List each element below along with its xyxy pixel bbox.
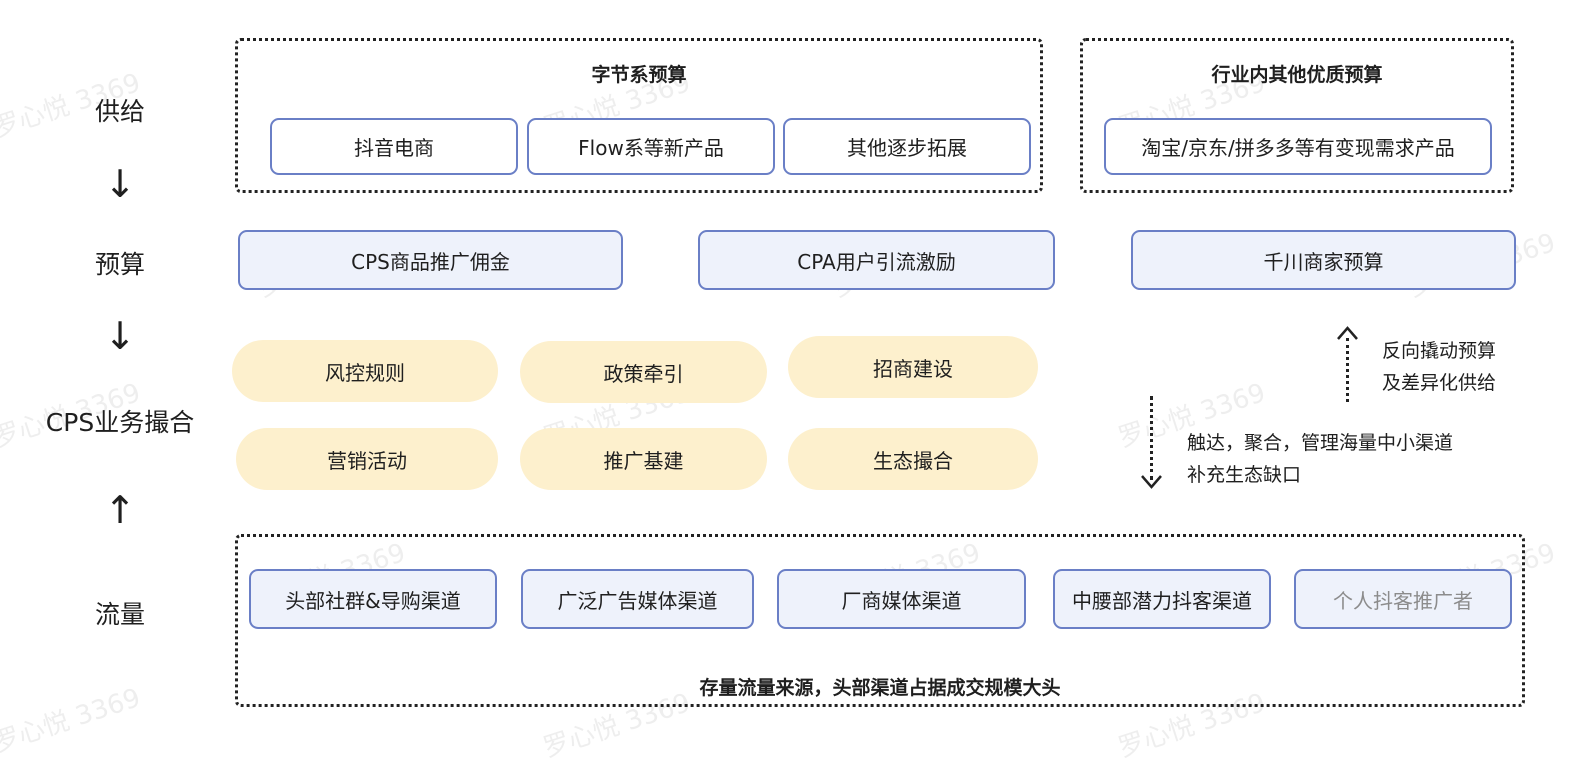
industry-budget-group <box>1080 38 1514 193</box>
pill-promotion-infrastructure: 推广基建 <box>520 428 767 490</box>
arrow-up-icon <box>1337 326 1358 340</box>
supply-item-other-expansion: 其他逐步拓展 <box>783 118 1031 175</box>
industry-budget-title: 行业内其他优质预算 <box>1211 64 1383 86</box>
arrow-down-icon: ↓ <box>104 162 136 206</box>
watermark: 罗心悦 3369 <box>0 683 145 759</box>
dotted-arrow-down <box>1150 396 1153 480</box>
pill-marketing-activities: 营销活动 <box>236 428 498 490</box>
note-line: 反向撬动预算 <box>1382 340 1497 362</box>
bytedance-budget-title: 字节系预算 <box>591 64 687 86</box>
traffic-item-head-community: 头部社群&导购渠道 <box>249 569 497 629</box>
traffic-item-individual-promoters: 个人抖客推广者 <box>1294 569 1512 629</box>
pill-merchant-recruitment: 招商建设 <box>788 336 1038 398</box>
pill-ecosystem-matching: 生态撮合 <box>788 428 1038 490</box>
label-traffic: 流量 <box>94 600 145 629</box>
pill-policy-guidance: 政策牵引 <box>520 341 767 403</box>
traffic-item-vendor-media: 厂商媒体渠道 <box>777 569 1026 629</box>
label-budget: 预算 <box>94 250 145 279</box>
note-reverse-leverage: 反向撬动预算 及差异化供给 <box>1382 335 1582 399</box>
label-matching: CPS业务撮合 <box>45 408 195 437</box>
note-line: 触达，聚合，管理海量中小渠道 <box>1187 432 1454 454</box>
label-supply: 供给 <box>94 97 145 126</box>
arrow-up-icon: ↑ <box>104 488 136 532</box>
traffic-group <box>235 534 1525 707</box>
budget-cps-commission: CPS商品推广佣金 <box>238 230 623 290</box>
traffic-item-ad-media: 广泛广告媒体渠道 <box>521 569 754 629</box>
pill-risk-control: 风控规则 <box>232 340 498 402</box>
note-line: 及差异化供给 <box>1382 372 1497 394</box>
bytedance-budget-group <box>235 38 1043 193</box>
budget-cpa-incentive: CPA用户引流激励 <box>698 230 1055 290</box>
supply-item-flow-products: Flow系等新产品 <box>527 118 775 175</box>
traffic-caption: 存量流量来源，头部渠道占据成交规模大头 <box>699 677 1061 699</box>
note-line: 补充生态缺口 <box>1187 464 1302 486</box>
arrow-down-icon: ↓ <box>104 314 136 358</box>
note-reach-aggregate: 触达，聚合，管理海量中小渠道 补充生态缺口 <box>1187 427 1547 491</box>
dotted-arrow-up <box>1346 338 1349 402</box>
traffic-item-mid-tier-creators: 中腰部潜力抖客渠道 <box>1053 569 1271 629</box>
supply-item-other-platforms: 淘宝/京东/拼多多等有变现需求产品 <box>1104 118 1492 175</box>
arrow-down-icon <box>1141 475 1162 489</box>
budget-qianchuan-merchant: 千川商家预算 <box>1131 230 1516 290</box>
supply-item-douyin-ecommerce: 抖音电商 <box>270 118 518 175</box>
